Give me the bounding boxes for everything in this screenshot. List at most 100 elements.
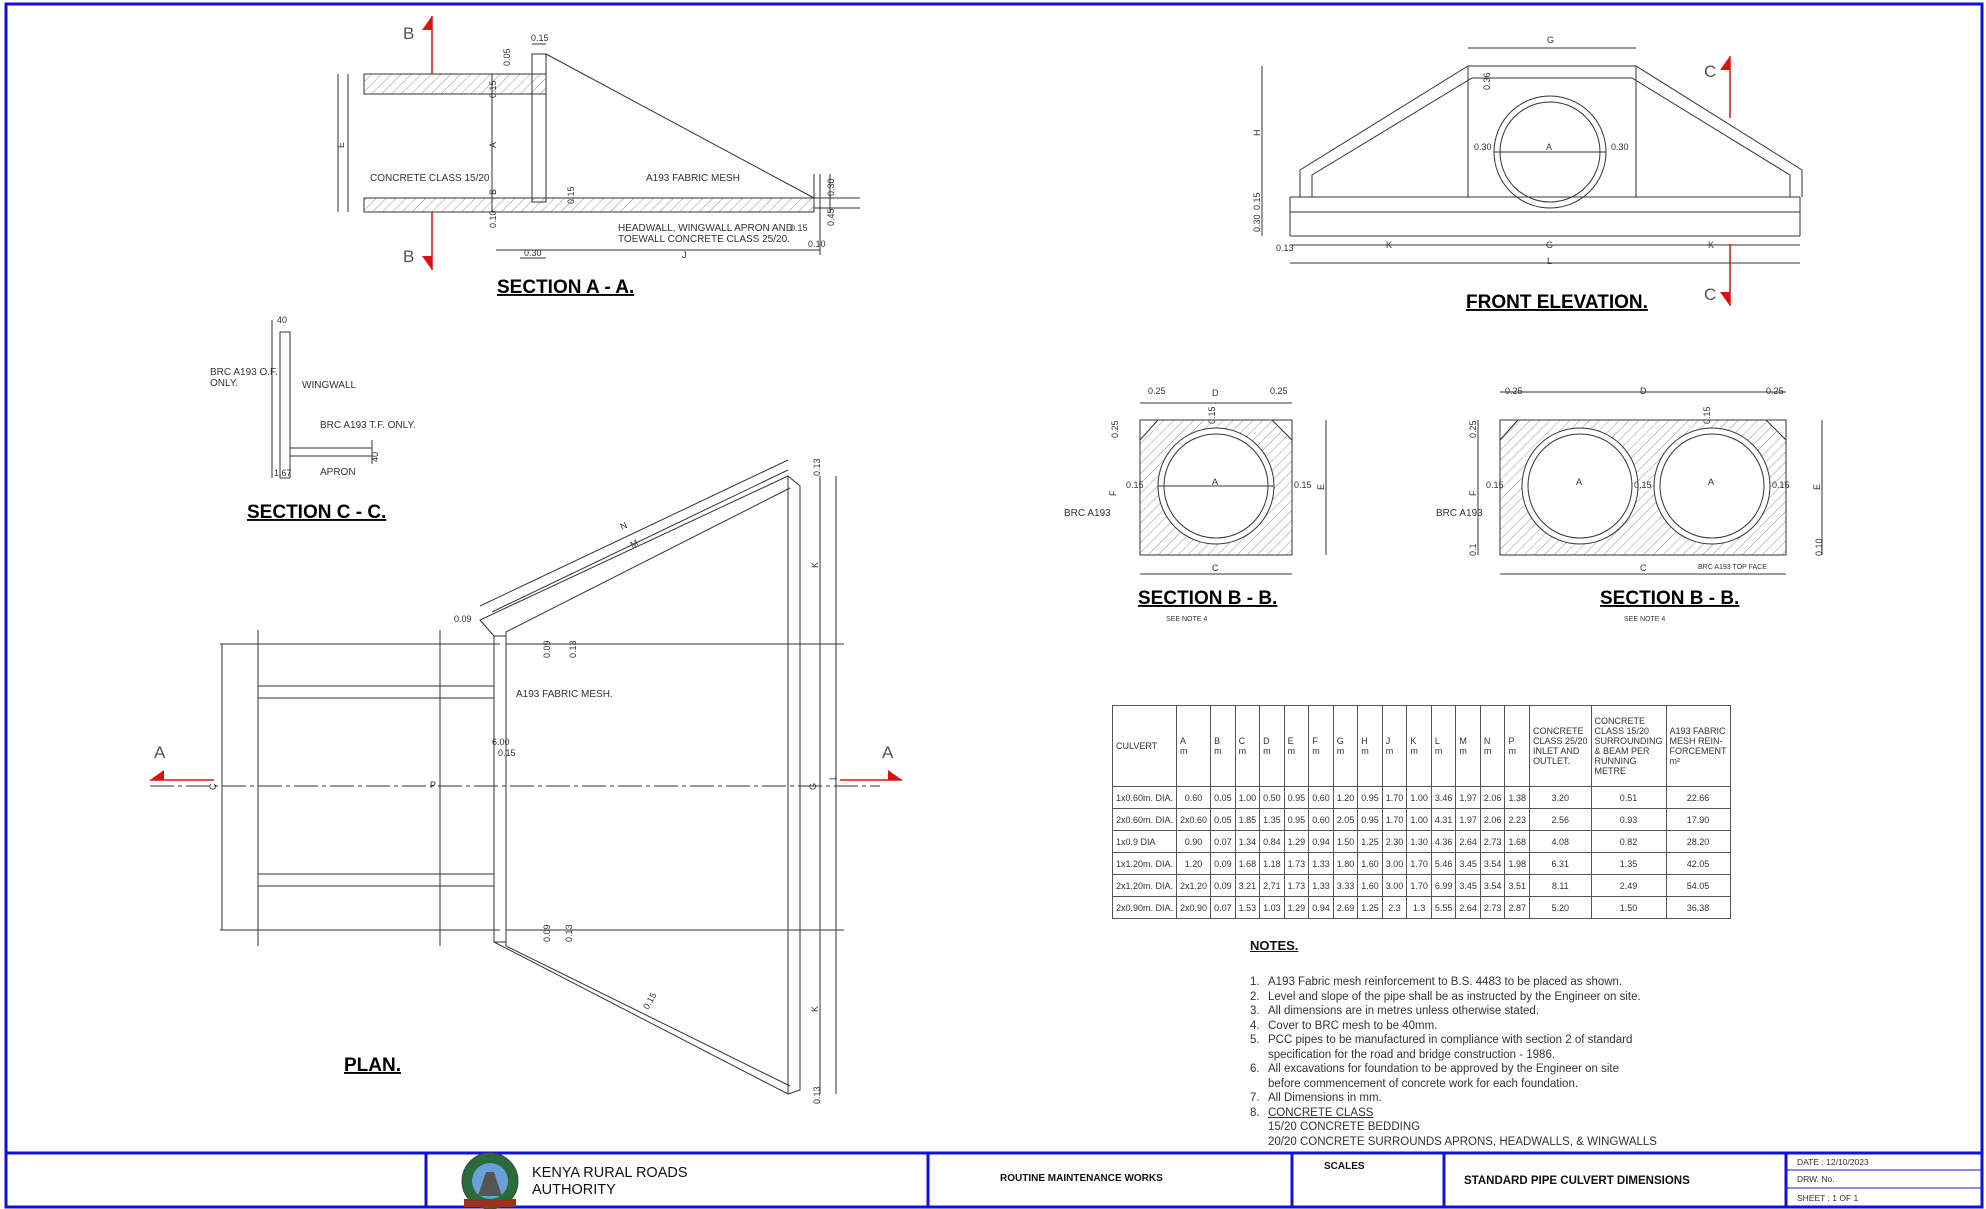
svg-text:0.10: 0.10 [808,239,826,249]
table-cell: 1.03 [1259,896,1285,919]
svg-text:E: E [336,142,346,148]
note-item: 15/20 CONCRETE BEDDING [1250,1120,1770,1135]
table-cell: 2.06 [1479,786,1506,809]
title-section-bb-2: SECTION B - B. [1600,588,1739,609]
table-cell: 0.93 [1590,808,1667,831]
svg-text:F: F [1468,490,1478,496]
table-cell: 1.20 [1332,786,1359,809]
note-text: All dimensions are in metres unless othe… [1268,1005,1540,1017]
front-elevation-drawing [1261,47,1803,264]
table-cell: 0.95 [1357,808,1383,831]
schedule-header-text: D [1263,736,1270,746]
table-cell: 0.05 [1210,786,1236,809]
svg-text:0.25: 0.25 [1110,420,1120,438]
table-cell: 2.64 [1455,830,1481,853]
note-text: A193 Fabric mesh reinforcement to B.S. 4… [1268,976,1623,988]
table-cell: 1.33 [1308,874,1334,897]
svg-text:0.05: 0.05 [502,48,512,66]
note-item: specification for the road and bridge co… [1250,1048,1770,1063]
note-item: before commencement of concrete work for… [1250,1077,1770,1092]
note-item: 7.All Dimensions in mm. [1250,1091,1770,1106]
label-headwall-2: TOEWALL CONCRETE CLASS 25/20. [618,234,790,245]
svg-text:0.15: 0.15 [1126,480,1144,490]
note-text: PCC pipes to be manufactured in complian… [1268,1034,1633,1046]
schedule-header-text: CULVERT [1116,741,1158,751]
schedule-header-text: L [1434,736,1440,746]
svg-text:0.15: 0.15 [1207,406,1217,424]
table-cell: 1.70 [1406,874,1432,897]
table-cell: 1.29 [1283,896,1310,919]
schedule-header-text: m [1312,746,1320,756]
title-block-frame [6,1151,1982,1207]
svg-text:0.10: 0.10 [488,210,498,228]
table-cell: 0.07 [1210,896,1236,919]
svg-text:0.15: 0.15 [498,748,516,758]
table-cell: 5.46 [1430,852,1457,875]
svg-text:0.36: 0.36 [1482,72,1492,90]
svg-text:0.1: 0.1 [1468,543,1478,556]
svg-text:A: A [1546,142,1552,152]
sheet-border [4,2,1984,1209]
svg-text:0.15: 0.15 [1252,192,1262,210]
schedule-header-text: m [1214,746,1222,756]
table-cell: 2.30 [1381,830,1408,853]
table-cell: 1.25 [1357,896,1383,919]
svg-text:C: C [1640,563,1647,573]
note-item: 20/20 CONCRETE SURROUNDS APRONS, HEADWAL… [1250,1135,1770,1150]
table-cell: 1.35 [1259,808,1285,831]
section-bb-double-dims: 0.25 D 0.25 0.25 0.15 0.15 A 0.15 A 0.15… [1468,386,1824,573]
table-cell: 1.68 [1234,852,1261,875]
table-cell: 1.85 [1234,808,1261,831]
svg-text:0.30: 0.30 [524,248,542,258]
table-cell: 1.18 [1259,852,1285,875]
schedule-header-text: E [1287,736,1294,746]
svg-text:G: G [1547,35,1554,45]
schedule-header-text: C [1238,736,1246,746]
svg-text:0.15: 0.15 [566,186,576,204]
table-cell: 1.98 [1504,852,1530,875]
note-text: 20/20 CONCRETE SURROUNDS APRONS, HEADWAL… [1268,1135,1657,1148]
schedule-header-text: G [1336,736,1344,746]
section-cc-dim-right: 40 [370,452,380,462]
svg-text:F: F [1108,490,1118,496]
table-cell: 1.97 [1455,786,1481,809]
schedule-header-text: K [1410,736,1417,746]
svg-text:C: C [208,783,218,790]
table-cell: 1.3 [1406,896,1432,919]
svg-text:H: H [1252,130,1262,137]
schedule-header-text: & BEAM PER [1594,746,1650,756]
schedule-header-text: CLASS 25/20 [1532,736,1588,746]
label-concrete-class: CONCRETE CLASS 15/20 [370,173,490,184]
svg-text:C: C [1704,62,1716,81]
schedule-header-text: H [1361,736,1368,746]
table-cell: 36.38 [1665,896,1731,919]
svg-text:0.13: 0.13 [812,1086,822,1104]
note-item: 8.CONCRETE CLASS [1250,1106,1770,1121]
note-text: All Dimensions in mm. [1268,1092,1382,1104]
table-cell: 0.82 [1590,830,1667,853]
svg-text:A: A [1212,477,1218,487]
table-cell: 0.09 [1210,874,1236,897]
table-cell: 0.84 [1259,830,1285,853]
org-name-line1: KENYA RURAL ROADS [532,1165,688,1181]
table-cell: 3.21 [1234,874,1261,897]
table-cell: 1.38 [1504,786,1530,809]
table-cell: 5.20 [1528,896,1592,919]
svg-text:J: J [682,250,687,260]
note-item: 2.Level and slope of the pipe shall be a… [1250,990,1770,1005]
table-cell: 1.80 [1332,852,1359,875]
label-brc-top-face: BRC A193 TOP FACE [1698,564,1767,571]
svg-text:0.10: 0.10 [1814,538,1824,556]
svg-text:D: D [1640,386,1647,396]
svg-text:E: E [1316,484,1326,490]
note-text: CONCRETE CLASS [1268,1106,1374,1119]
table-cell: 0.05 [1210,808,1236,831]
table-cell: 3.45 [1455,852,1481,875]
